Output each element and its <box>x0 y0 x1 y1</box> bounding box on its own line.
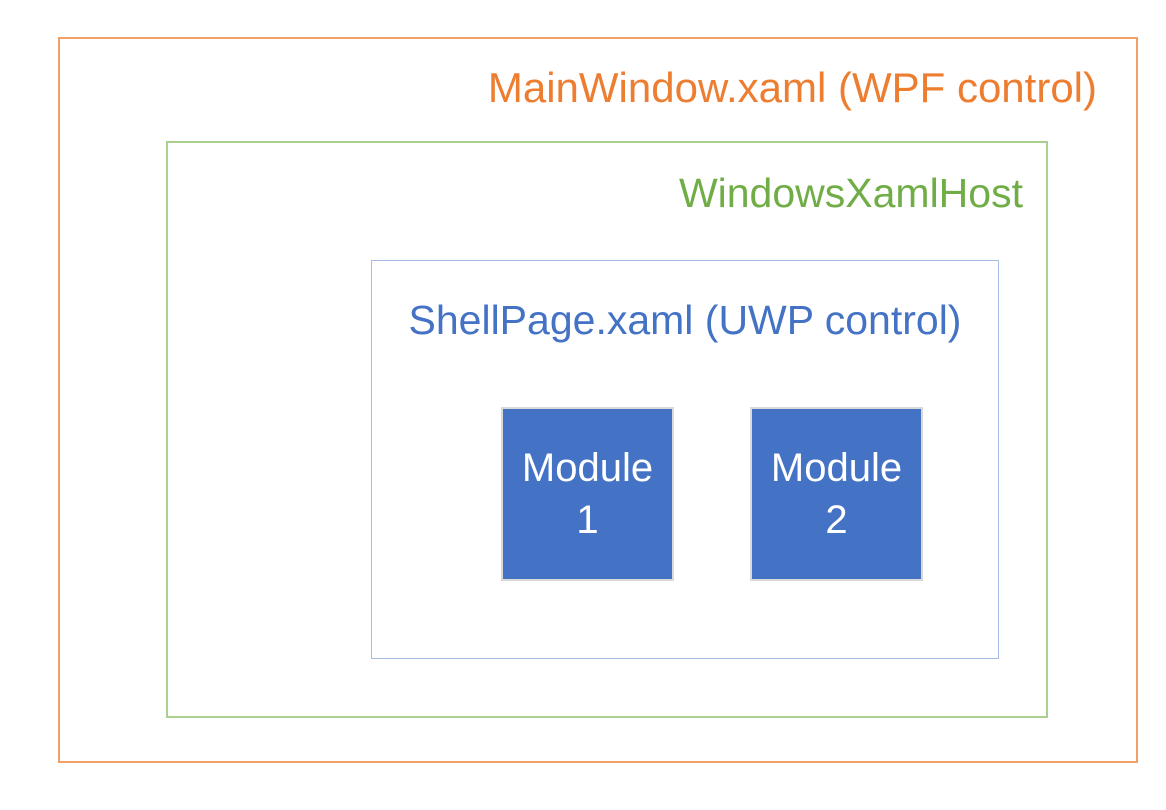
windowsxamlhost-label: WindowsXamlHost <box>678 170 1023 216</box>
shellpage-uwp-label: ShellPage.xaml (UWP control) <box>408 297 962 343</box>
shellpage-uwp-box <box>371 260 999 659</box>
module-1-name: Module <box>521 446 654 490</box>
module-2-name: Module <box>770 446 903 490</box>
mainwindow-wpf-box <box>58 37 1138 763</box>
module-2-box: Module 2 <box>750 407 923 581</box>
windowsxamlhost-box <box>166 141 1048 718</box>
module-2-number: 2 <box>825 498 848 542</box>
module-1-number: 1 <box>576 498 599 542</box>
mainwindow-wpf-label: MainWindow.xaml (WPF control) <box>487 64 1097 111</box>
module-1-box: Module 1 <box>501 407 674 581</box>
